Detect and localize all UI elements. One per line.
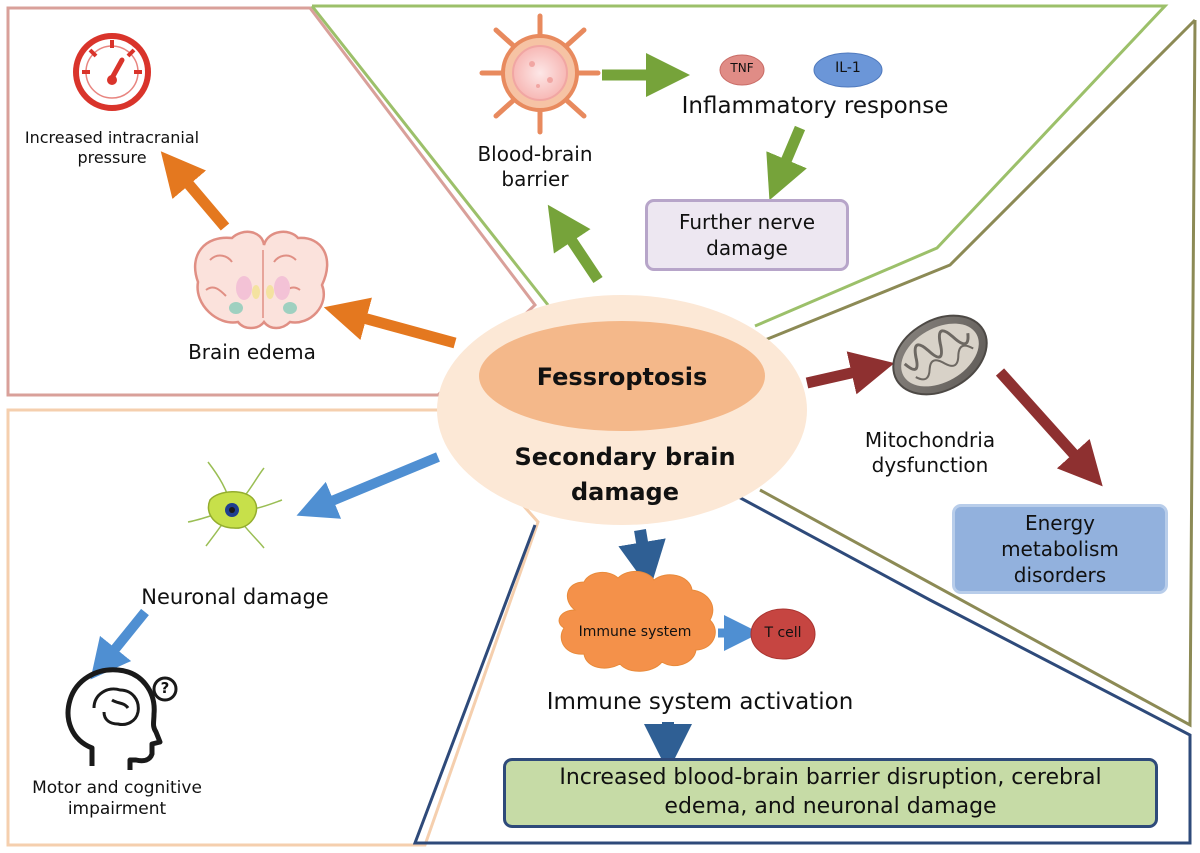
arrow-center-to-neuron: [296, 452, 440, 519]
edema-label: Brain edema: [188, 340, 316, 364]
inflammatory-label: Inflammatory response: [681, 93, 949, 119]
il1-label: IL-1: [835, 60, 861, 76]
brain-section-icon: [193, 230, 329, 330]
arrow-center-to-bbb: [547, 204, 603, 284]
arrow-center-to-mito: [805, 351, 895, 395]
neuron-icon: [187, 461, 283, 549]
mitochondrion-icon: [892, 314, 988, 396]
tcell-label: T cell: [764, 625, 802, 641]
il1-ellipse: [813, 52, 883, 88]
frame-olive: [759, 19, 1197, 728]
frame-navy: [412, 493, 1192, 845]
center-outer-label: Secondary brain damage: [514, 443, 736, 506]
tnf-ellipse: [719, 54, 765, 86]
head-icon: [65, 667, 163, 770]
tcell-ellipse: [750, 608, 816, 660]
blood-vessel-icon: [479, 13, 601, 135]
center-inner-ellipse: [479, 321, 765, 431]
immune-system-label: Immune system: [578, 624, 692, 640]
arrow-mito-to-energy: [995, 368, 1103, 487]
pressure-label: Increased intracranial pressure: [24, 128, 200, 167]
arrow-center-to-immune: [618, 529, 666, 590]
energy-box: Energy metabolism disorders: [952, 504, 1168, 594]
center-inner-label: Fessroptosis: [536, 363, 708, 391]
arrow-neuron-to-motor: [90, 608, 149, 680]
mito-label: Mitochondria dysfunction: [864, 428, 996, 477]
nerve-damage-box: Further nerve damage: [645, 199, 849, 271]
result-box: Increased blood-brain barrier disruption…: [503, 758, 1158, 828]
neuronal-label: Neuronal damage: [141, 585, 329, 609]
frame-peach: [6, 408, 540, 847]
frame-green: [312, 4, 1169, 328]
bbb-label: Blood-brain barrier: [477, 142, 593, 191]
arrow-center-to-edema: [323, 297, 457, 349]
motor-label: Motor and cognitive impairment: [32, 778, 202, 820]
arrow-inflammation-to-nerve: [766, 125, 807, 201]
immune-cloud-icon: [558, 571, 716, 672]
activation-label: Immune system activation: [546, 689, 854, 715]
tnf-label: TNF: [730, 61, 754, 75]
arrow-edema-to-pressure: [160, 151, 230, 231]
question-mark-label: ?: [160, 679, 170, 697]
question-mark-icon: [152, 676, 178, 702]
gauge-icon: [73, 33, 151, 111]
